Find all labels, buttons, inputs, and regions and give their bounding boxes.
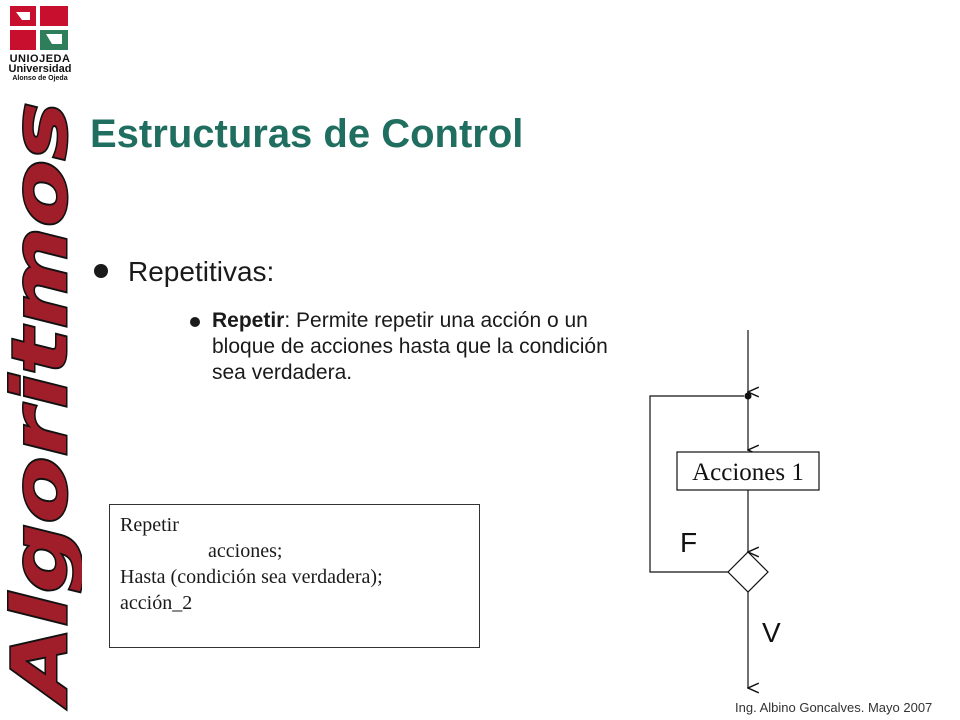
sub-bullet-repetir: Repetir: Permite repetir una acción o un… (212, 308, 612, 386)
repetir-description: : Permite repetir una acción o un bloque… (212, 309, 608, 384)
side-word-graphic: Algoritmos (4, 101, 82, 710)
repetir-keyword: Repetir (212, 309, 285, 332)
bullet-repetitivas: Repetitivas: (128, 256, 275, 287)
code-line: acción_2 (120, 592, 193, 614)
code-line: Hasta (condición sea verdadera); (120, 566, 383, 588)
university-name: UNIOJEDA Universidad Alonso de Ojeda (4, 54, 76, 84)
loop-back-line (649, 395, 744, 573)
code-line: Repetir (120, 514, 179, 536)
bullet-dot (94, 264, 108, 278)
logo-name-line2: Universidad (8, 63, 72, 75)
university-logo (8, 4, 72, 90)
code-line: acciones; (208, 540, 283, 562)
university-logo-mark (10, 6, 68, 50)
logo-name-line1: UNIOJEDA (9, 53, 71, 65)
footer-credit: Ing. Albino Goncalves. Mayo 2007 (735, 700, 933, 715)
pseudocode-box: Repetir acciones; Hasta (condición sea v… (109, 504, 480, 648)
sub-bullet-dot (190, 317, 200, 327)
action-box (676, 451, 820, 491)
slide-title: Estructuras de Control (90, 112, 524, 156)
decision-diamond (727, 551, 769, 593)
true-label: V (762, 617, 781, 648)
side-word-text: Algoritmos (4, 102, 82, 708)
action-label: Acciones 1 (692, 459, 804, 486)
flowchart-diagram: Acciones 1 F V (649, 330, 820, 700)
logo-name-line3: Alonso de Ojeda (12, 75, 68, 82)
false-label: F (680, 527, 697, 558)
